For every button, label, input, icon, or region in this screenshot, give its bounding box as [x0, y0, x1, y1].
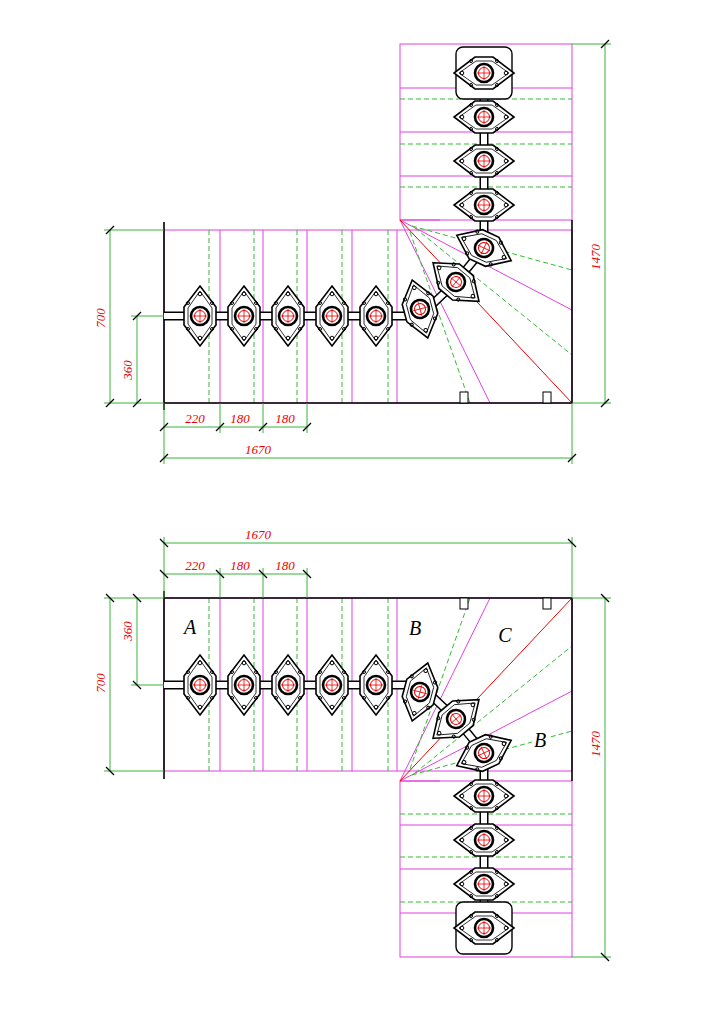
- dimension-label: 180: [230, 412, 250, 425]
- dimension-label: 1670: [245, 443, 271, 456]
- zone-letter: C: [496, 624, 513, 646]
- dimension-label: 220: [185, 559, 205, 572]
- dimension-label: 700: [94, 308, 107, 328]
- dimension-label: 360: [121, 360, 134, 380]
- dimension-label: 1470: [589, 244, 602, 270]
- zone-letter: B: [407, 617, 423, 639]
- dimension-label: 180: [275, 559, 295, 572]
- dimension-label: 180: [230, 559, 250, 572]
- dimension-label: 220: [185, 412, 205, 425]
- dimension-label: 700: [94, 673, 107, 693]
- dimension-label: 1470: [589, 731, 602, 757]
- dimension-label: 180: [275, 412, 295, 425]
- dimension-label: 1670: [245, 528, 271, 541]
- zone-letter: A: [182, 616, 198, 638]
- dimension-label: 360: [121, 621, 134, 641]
- zone-letter: B: [532, 729, 548, 751]
